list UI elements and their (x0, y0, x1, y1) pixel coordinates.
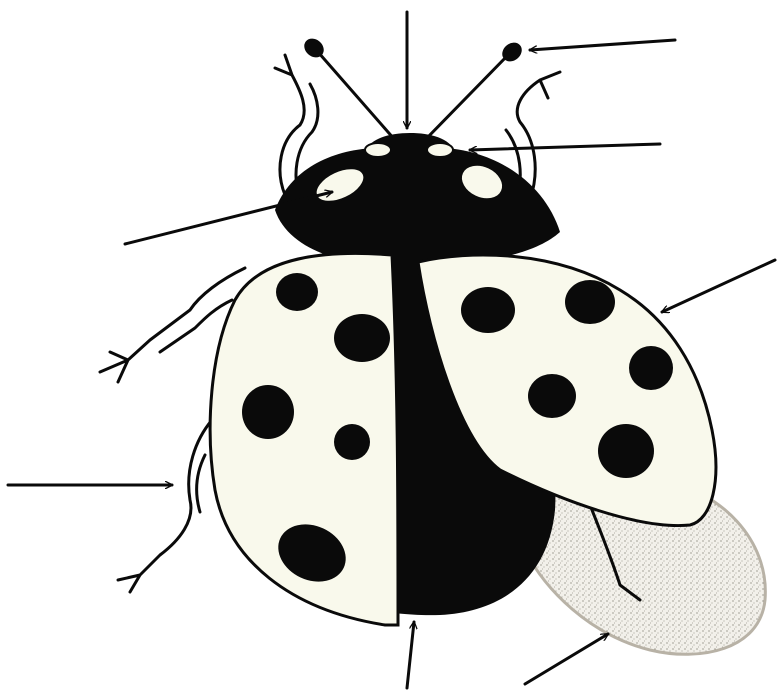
spot (528, 374, 576, 418)
front-left-leg (275, 55, 304, 195)
arrow-eye (470, 144, 660, 150)
spot (334, 424, 370, 460)
spot (461, 287, 515, 333)
left-eye (365, 143, 391, 157)
right-eye (427, 143, 453, 157)
pronotum (275, 148, 560, 262)
spot (242, 385, 294, 439)
right-antenna (425, 55, 508, 140)
arrow-hind-wing (525, 634, 608, 684)
spot (276, 273, 318, 311)
spot (565, 280, 615, 324)
antennae (303, 37, 524, 140)
arrow-elytron (662, 260, 775, 312)
spot (629, 346, 673, 390)
arrow-abdomen (407, 622, 414, 688)
left-antenna (318, 52, 395, 140)
spot (598, 424, 654, 478)
hind-left-leg-inner (197, 455, 205, 512)
spot (334, 314, 390, 362)
arrow-antenna (530, 40, 675, 50)
